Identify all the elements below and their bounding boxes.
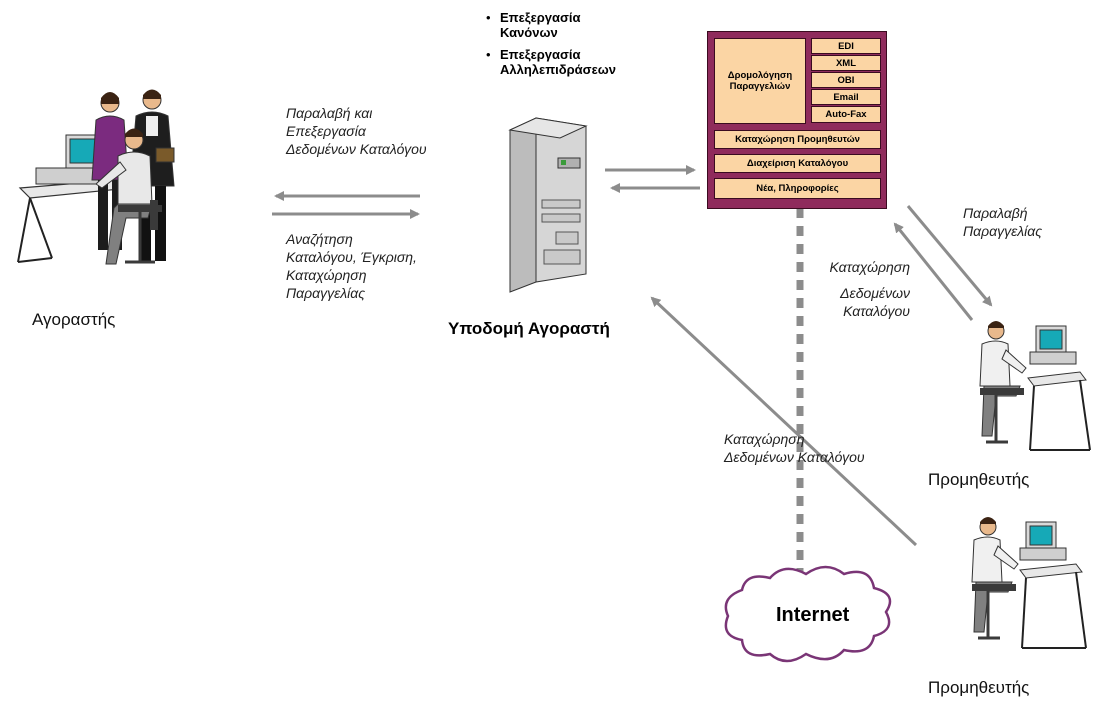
channel-cell: Email — [811, 89, 881, 105]
channel-cell: XML — [811, 55, 881, 71]
supplier1-catalog-entry-line: Καταλόγου — [843, 303, 910, 319]
supplier1-receive-order-line: Παραγγελίας — [963, 223, 1043, 239]
buyer-search-label: Αναζήτηση Καταλόγου, Έγκριση, Καταχώρηση… — [286, 230, 486, 302]
supplier1-catalog-entry-label: Καταχώρηση Δεδομένων Καταλόγου — [806, 258, 911, 320]
supplier2-catalog-entry-line: Δεδομένων Καταλόγου — [724, 449, 865, 465]
buyer-search-label-line: Αναζήτηση — [286, 231, 353, 247]
buyer-receive-label: Παραλαβή και Επεξεργασία Δεδομένων Καταλ… — [286, 104, 486, 158]
supplier1-caption: Προμηθευτής — [928, 470, 1030, 489]
arrow-panel-to-supplier1 — [906, 205, 993, 307]
arrow-supplier2-to-infra — [650, 296, 918, 547]
buyer-group-illustration — [17, 89, 175, 265]
function-cell: Διαχείριση Καταλόγου — [714, 154, 881, 173]
function-cell: Νέα, Πληροφορίες — [714, 178, 881, 199]
internet-cloud — [724, 565, 892, 663]
infrastructure-title: Υποδομή Αγοραστή — [448, 319, 610, 338]
supplier1-catalog-entry-line: Καταχώρηση — [829, 259, 911, 275]
supplier1-illustration — [979, 321, 1091, 451]
routing-cell: Δρομολόγηση Παραγγελιών — [714, 38, 806, 124]
buyer-receive-label-line: Παραλαβή και — [286, 105, 373, 121]
buyer-caption: Αγοραστής — [32, 310, 116, 329]
buyer-receive-label-line: Δεδομένων Καταλόγου — [286, 141, 427, 157]
internet-label: Internet — [776, 604, 850, 626]
supplier1-catalog-entry-line: Δεδομένων — [840, 285, 910, 301]
supplier2-catalog-entry-label: Καταχώρηση Δεδομένων Καταλόγου — [724, 430, 924, 466]
infrastructure-process-list: Επεξεργασία Κανόνων Επεξεργασία Αλληλεπι… — [486, 10, 666, 84]
buyer-search-label-line: Καταχώρηση — [286, 267, 367, 283]
supplier2-caption: Προμηθευτής — [928, 678, 1030, 697]
supplier2-illustration — [971, 517, 1087, 649]
arrow-supplier1-to-panel — [893, 222, 974, 321]
supplier1-receive-order-label: Παραλαβή Παραγγελίας — [963, 204, 1083, 240]
channel-cell: EDI — [811, 38, 881, 54]
process-item: Επεξεργασία Αλληλεπιδράσεων — [486, 47, 650, 77]
server-illustration — [508, 117, 588, 293]
buyer-receive-label-line: Επεξεργασία — [286, 123, 366, 139]
channel-cell: OBI — [811, 72, 881, 88]
order-routing-panel: Δρομολόγηση Παραγγελιών EDI XML OBI Emai… — [707, 31, 887, 209]
supplier2-catalog-entry-line: Καταχώρηση — [724, 431, 805, 447]
process-item: Επεξεργασία Κανόνων — [486, 10, 590, 40]
buyer-search-label-line: Καταλόγου, Έγκριση, — [286, 249, 417, 265]
channel-cell: Auto-Fax — [811, 106, 881, 123]
supplier1-receive-order-line: Παραλαβή — [963, 205, 1028, 221]
buyer-search-label-line: Παραγγελίας — [286, 285, 366, 301]
function-cell: Καταχώρηση Προμηθευτών — [714, 130, 881, 149]
